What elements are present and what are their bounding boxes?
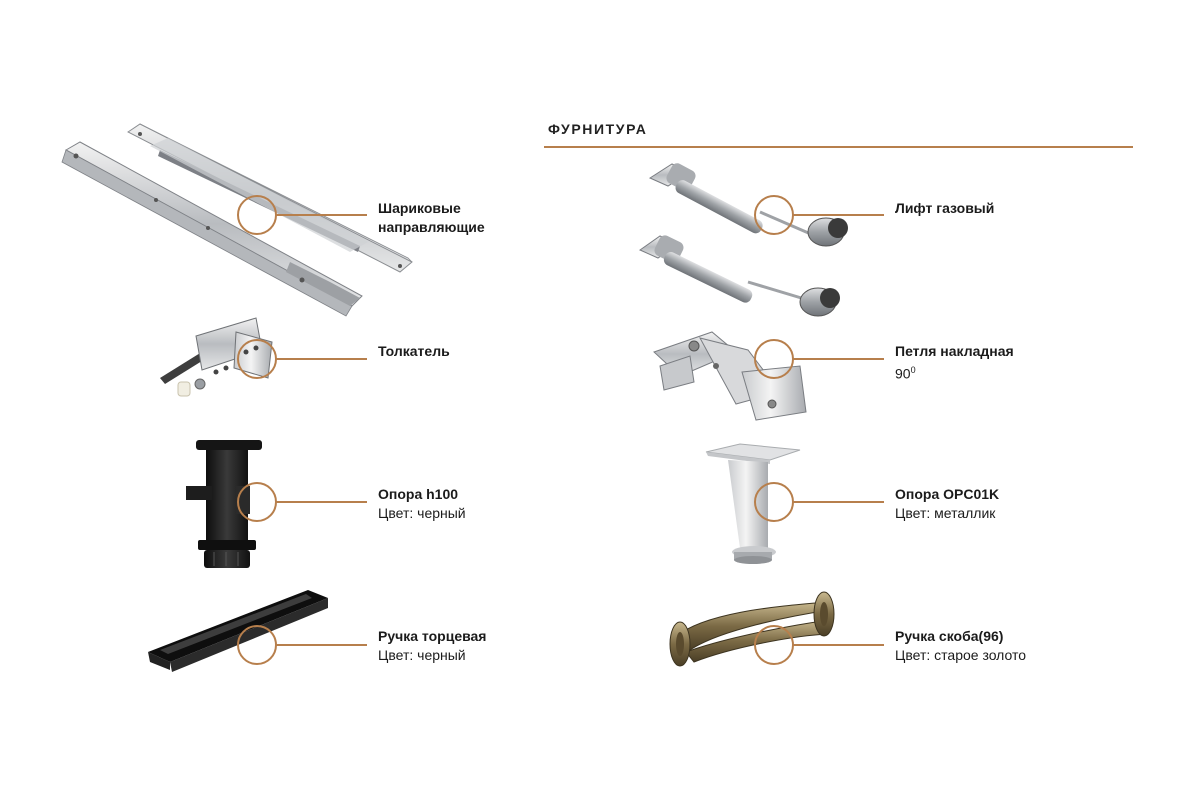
callout-ring-drawer-slides: [237, 195, 277, 235]
callout-ring-plastic-leg: [237, 482, 277, 522]
label-plastic-leg: Опора h100 Цвет: черный: [378, 485, 466, 523]
label-push-latch: Толкатель: [378, 342, 450, 361]
item-note: Цвет: черный: [378, 647, 466, 663]
item-name: Опора h100: [378, 486, 459, 502]
edge-handle-icon: [148, 590, 328, 672]
angle-value: 90: [895, 365, 911, 382]
leader-line-bow-handle: [792, 644, 884, 646]
hinge-icon: [653, 331, 807, 421]
item-name: Ручка торцевая: [378, 628, 487, 644]
item-note: Цвет: металлик: [895, 505, 996, 521]
item-name-line2: направляющие: [378, 219, 485, 235]
item-name: Толкатель: [378, 343, 450, 359]
item-note: 900: [895, 361, 1014, 384]
item-name: Ручка скоба(96): [895, 628, 1004, 644]
gas-lift-icon: [638, 163, 848, 317]
item-note: Цвет: старое золото: [895, 647, 1027, 663]
item-name: Лифт газовый: [895, 200, 995, 216]
callout-ring-hinge: [754, 339, 794, 379]
leader-line-gas-lift: [792, 214, 884, 216]
leader-line-drawer-slides: [275, 214, 367, 216]
callout-ring-metal-leg: [754, 482, 794, 522]
item-name: Шариковые: [378, 200, 461, 216]
callout-ring-gas-lift: [754, 195, 794, 235]
label-drawer-slides: Шариковые направляющие: [378, 199, 485, 237]
callout-ring-bow-handle: [754, 625, 794, 665]
label-edge-handle: Ручка торцевая Цвет: черный: [378, 627, 486, 665]
label-metal-leg: Опора OPC01K Цвет: металлик: [895, 485, 999, 523]
leader-line-plastic-leg: [275, 501, 367, 503]
label-hinge: Петля накладная 900: [895, 342, 1014, 384]
leader-line-hinge: [792, 358, 884, 360]
item-name: Опора OPC01K: [895, 486, 1000, 502]
callout-ring-edge-handle: [237, 625, 277, 665]
item-note: Цвет: черный: [378, 505, 466, 521]
label-bow-handle: Ручка скоба(96) Цвет: старое золото: [895, 627, 1026, 665]
item-name: Петля накладная: [895, 343, 1014, 359]
label-gas-lift: Лифт газовый: [895, 199, 994, 218]
leader-line-push-latch: [275, 358, 367, 360]
metal-leg-icon: [705, 443, 801, 564]
leader-line-metal-leg: [792, 501, 884, 503]
callout-ring-push-latch: [237, 339, 277, 379]
section-title: ФУРНИТУРА: [548, 121, 648, 137]
bow-handle-icon: [669, 591, 835, 667]
leader-line-edge-handle: [275, 644, 367, 646]
section-title-rule: [544, 146, 1133, 148]
degree-mark: 0: [910, 365, 916, 375]
